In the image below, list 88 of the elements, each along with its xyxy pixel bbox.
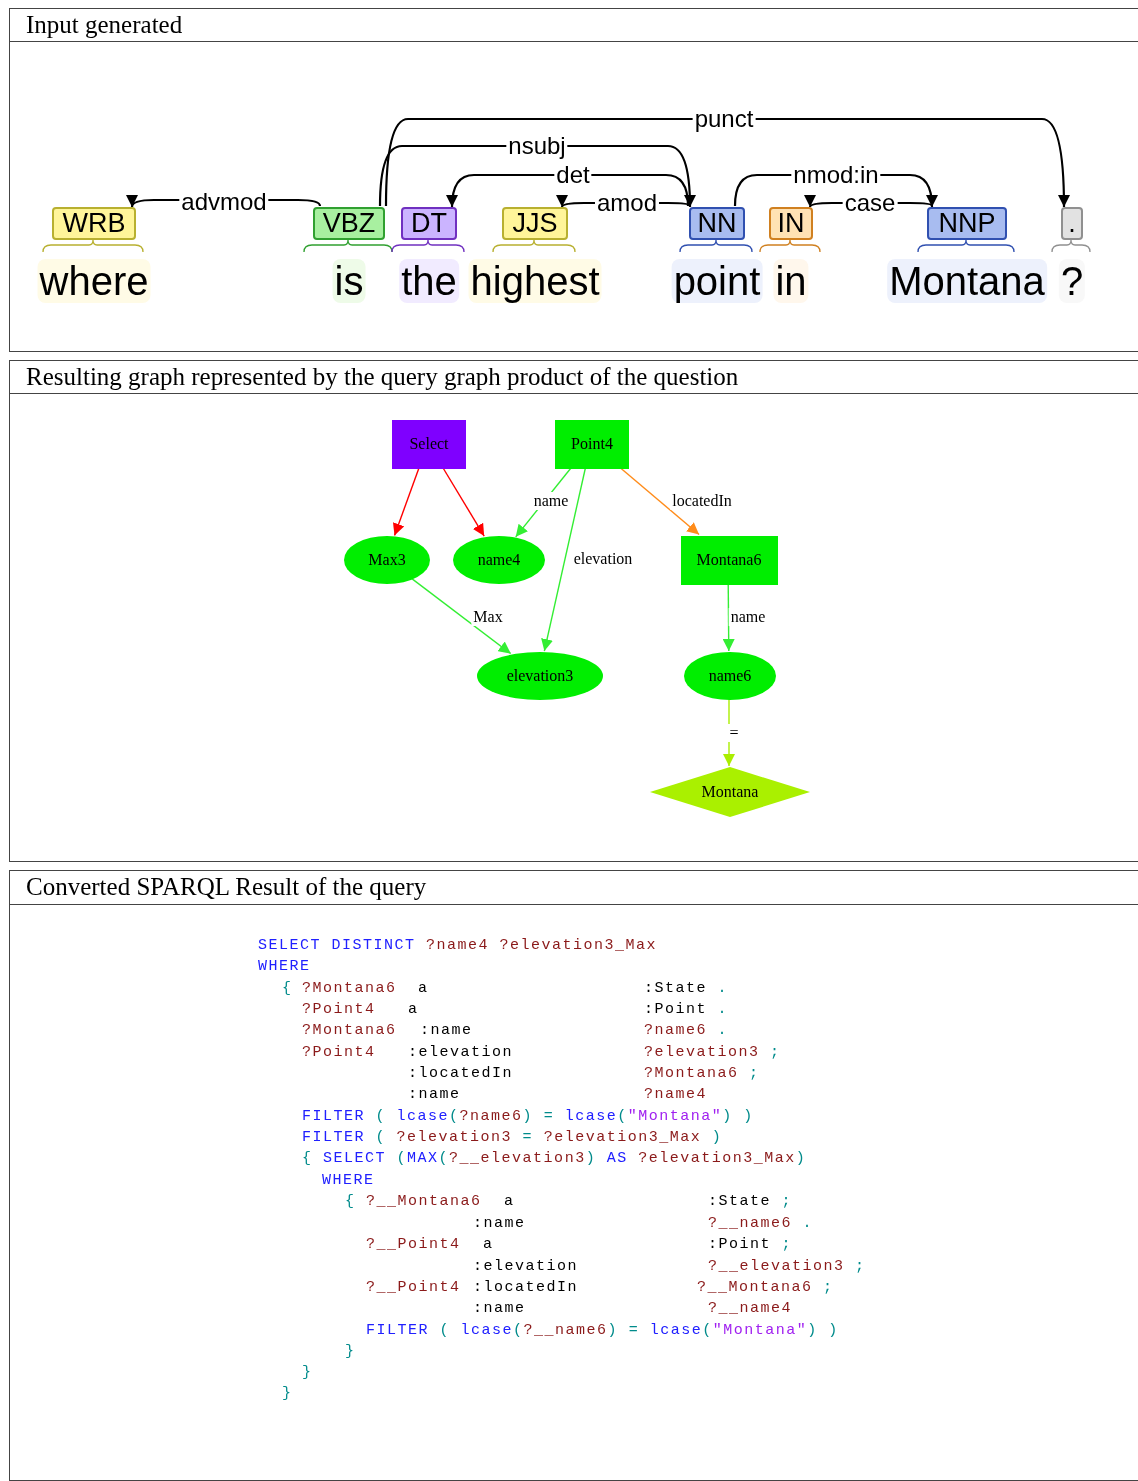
word-token: Montana (887, 259, 1047, 303)
code-text: ?name6 . (644, 1022, 729, 1040)
arrow (392, 466, 420, 537)
code-text: { (282, 980, 293, 998)
panel-heading: Converted SPARQL Result of the query (26, 872, 427, 902)
panel (9, 870, 1138, 1481)
code-text: :State ; (708, 1193, 793, 1211)
code-text: :locatedIn (408, 1065, 513, 1083)
word-token: in (773, 259, 809, 303)
arrow (384, 117, 1070, 207)
code-text: } (345, 1343, 356, 1361)
node-label: Max3 (368, 551, 406, 569)
pos-tag: . (1061, 207, 1083, 240)
code-text: ?__Point4 (366, 1279, 461, 1297)
code-text: :Point ; (708, 1236, 793, 1254)
code-text: :elevation (408, 1044, 513, 1062)
word-token: is (332, 259, 366, 303)
code-text: :elevation (473, 1258, 578, 1276)
code-text: a (504, 1193, 515, 1211)
node-label: Montana6 (696, 551, 762, 569)
node-label: Select (409, 435, 449, 453)
code-text: a (418, 980, 429, 998)
code-text: :name (408, 1086, 461, 1104)
node-label: Montana (701, 783, 759, 801)
code-text: } (302, 1364, 313, 1382)
word-token: point (671, 259, 763, 303)
code-text: ?Montana6 (302, 980, 397, 998)
word-token: highest (468, 259, 602, 303)
arrow (442, 466, 485, 537)
query-node-box (555, 419, 629, 469)
code-text: } (282, 1385, 293, 1403)
node-label: name6 (708, 667, 752, 685)
code-text: :locatedIn (473, 1279, 578, 1297)
code-text: ?Montana6 (302, 1022, 397, 1040)
code-text: :name (420, 1022, 473, 1040)
edge-label: = (727, 724, 741, 742)
edge-label: name (728, 608, 768, 626)
word-token: where (37, 259, 151, 303)
code-text: FILTER ( ?elevation3 = ?elevation3_Max ) (302, 1129, 723, 1147)
literal-diamond (650, 767, 810, 817)
code-text: ?__name6 . (708, 1215, 814, 1233)
pos-tag: WRB (52, 207, 136, 240)
code-text: FILTER ( lcase(?__name6) = lcase("Montana") ) (366, 1322, 839, 1340)
word-token: ? (1058, 259, 1086, 303)
code-text: WHERE (322, 1172, 375, 1190)
pos-tag: NNP (927, 207, 1007, 240)
code-text: ?Montana6 ; (644, 1065, 760, 1083)
edge-label: name (531, 492, 571, 510)
code-text: :name (473, 1215, 526, 1233)
pos-tag: DT (401, 207, 457, 240)
panel (9, 360, 1138, 862)
pos-tag: NN (689, 207, 745, 240)
code-text: :State . (644, 980, 729, 998)
code-text: ?Point4 (302, 1044, 376, 1062)
code-text: a (483, 1236, 494, 1254)
code-text: SELECT DISTINCT ?name4 ?elevation3_Max (258, 937, 658, 955)
code-text: ?__Point4 (366, 1236, 461, 1254)
query-node-box (680, 535, 778, 585)
code-text: ?__Montana6 (366, 1193, 482, 1211)
code-text: ?__Montana6 ; (697, 1279, 834, 1297)
code-text: WHERE (258, 958, 311, 976)
node-label: elevation3 (506, 667, 574, 685)
arrow (541, 466, 587, 652)
code-text: :name (473, 1300, 526, 1318)
query-node-box (392, 419, 466, 469)
pos-tag: VBZ (313, 207, 385, 240)
panel-heading: Resulting graph represented by the query graph product of the question (26, 362, 739, 392)
code-text: FILTER ( lcase(?name6) = lcase("Montana") ) (302, 1108, 754, 1126)
panel-heading: Input generated (26, 10, 183, 40)
arrow (723, 698, 735, 767)
code-text: ?elevation3 ; (644, 1044, 781, 1062)
code-text: { (345, 1193, 356, 1211)
code-text: ?__name4 (708, 1300, 792, 1318)
edge-label: Max (471, 608, 505, 626)
code-text: :Point . (644, 1001, 729, 1019)
word-token: the (399, 259, 459, 303)
pos-tag: JJS (502, 207, 568, 240)
code-text: a (408, 1001, 419, 1019)
code-text: ?__elevation3 ; (708, 1258, 866, 1276)
code-text: ?Point4 (302, 1001, 376, 1019)
code-text: ?name4 (644, 1086, 707, 1104)
edge-label: locatedIn (670, 492, 734, 510)
node-label: name4 (477, 551, 521, 569)
node-label: Point4 (571, 435, 613, 453)
arrow (410, 577, 512, 655)
code-text: { SELECT (MAX(?__elevation3) AS ?elevation3_Max) (302, 1150, 807, 1168)
pos-tag: IN (769, 207, 813, 240)
arrow (619, 466, 700, 536)
